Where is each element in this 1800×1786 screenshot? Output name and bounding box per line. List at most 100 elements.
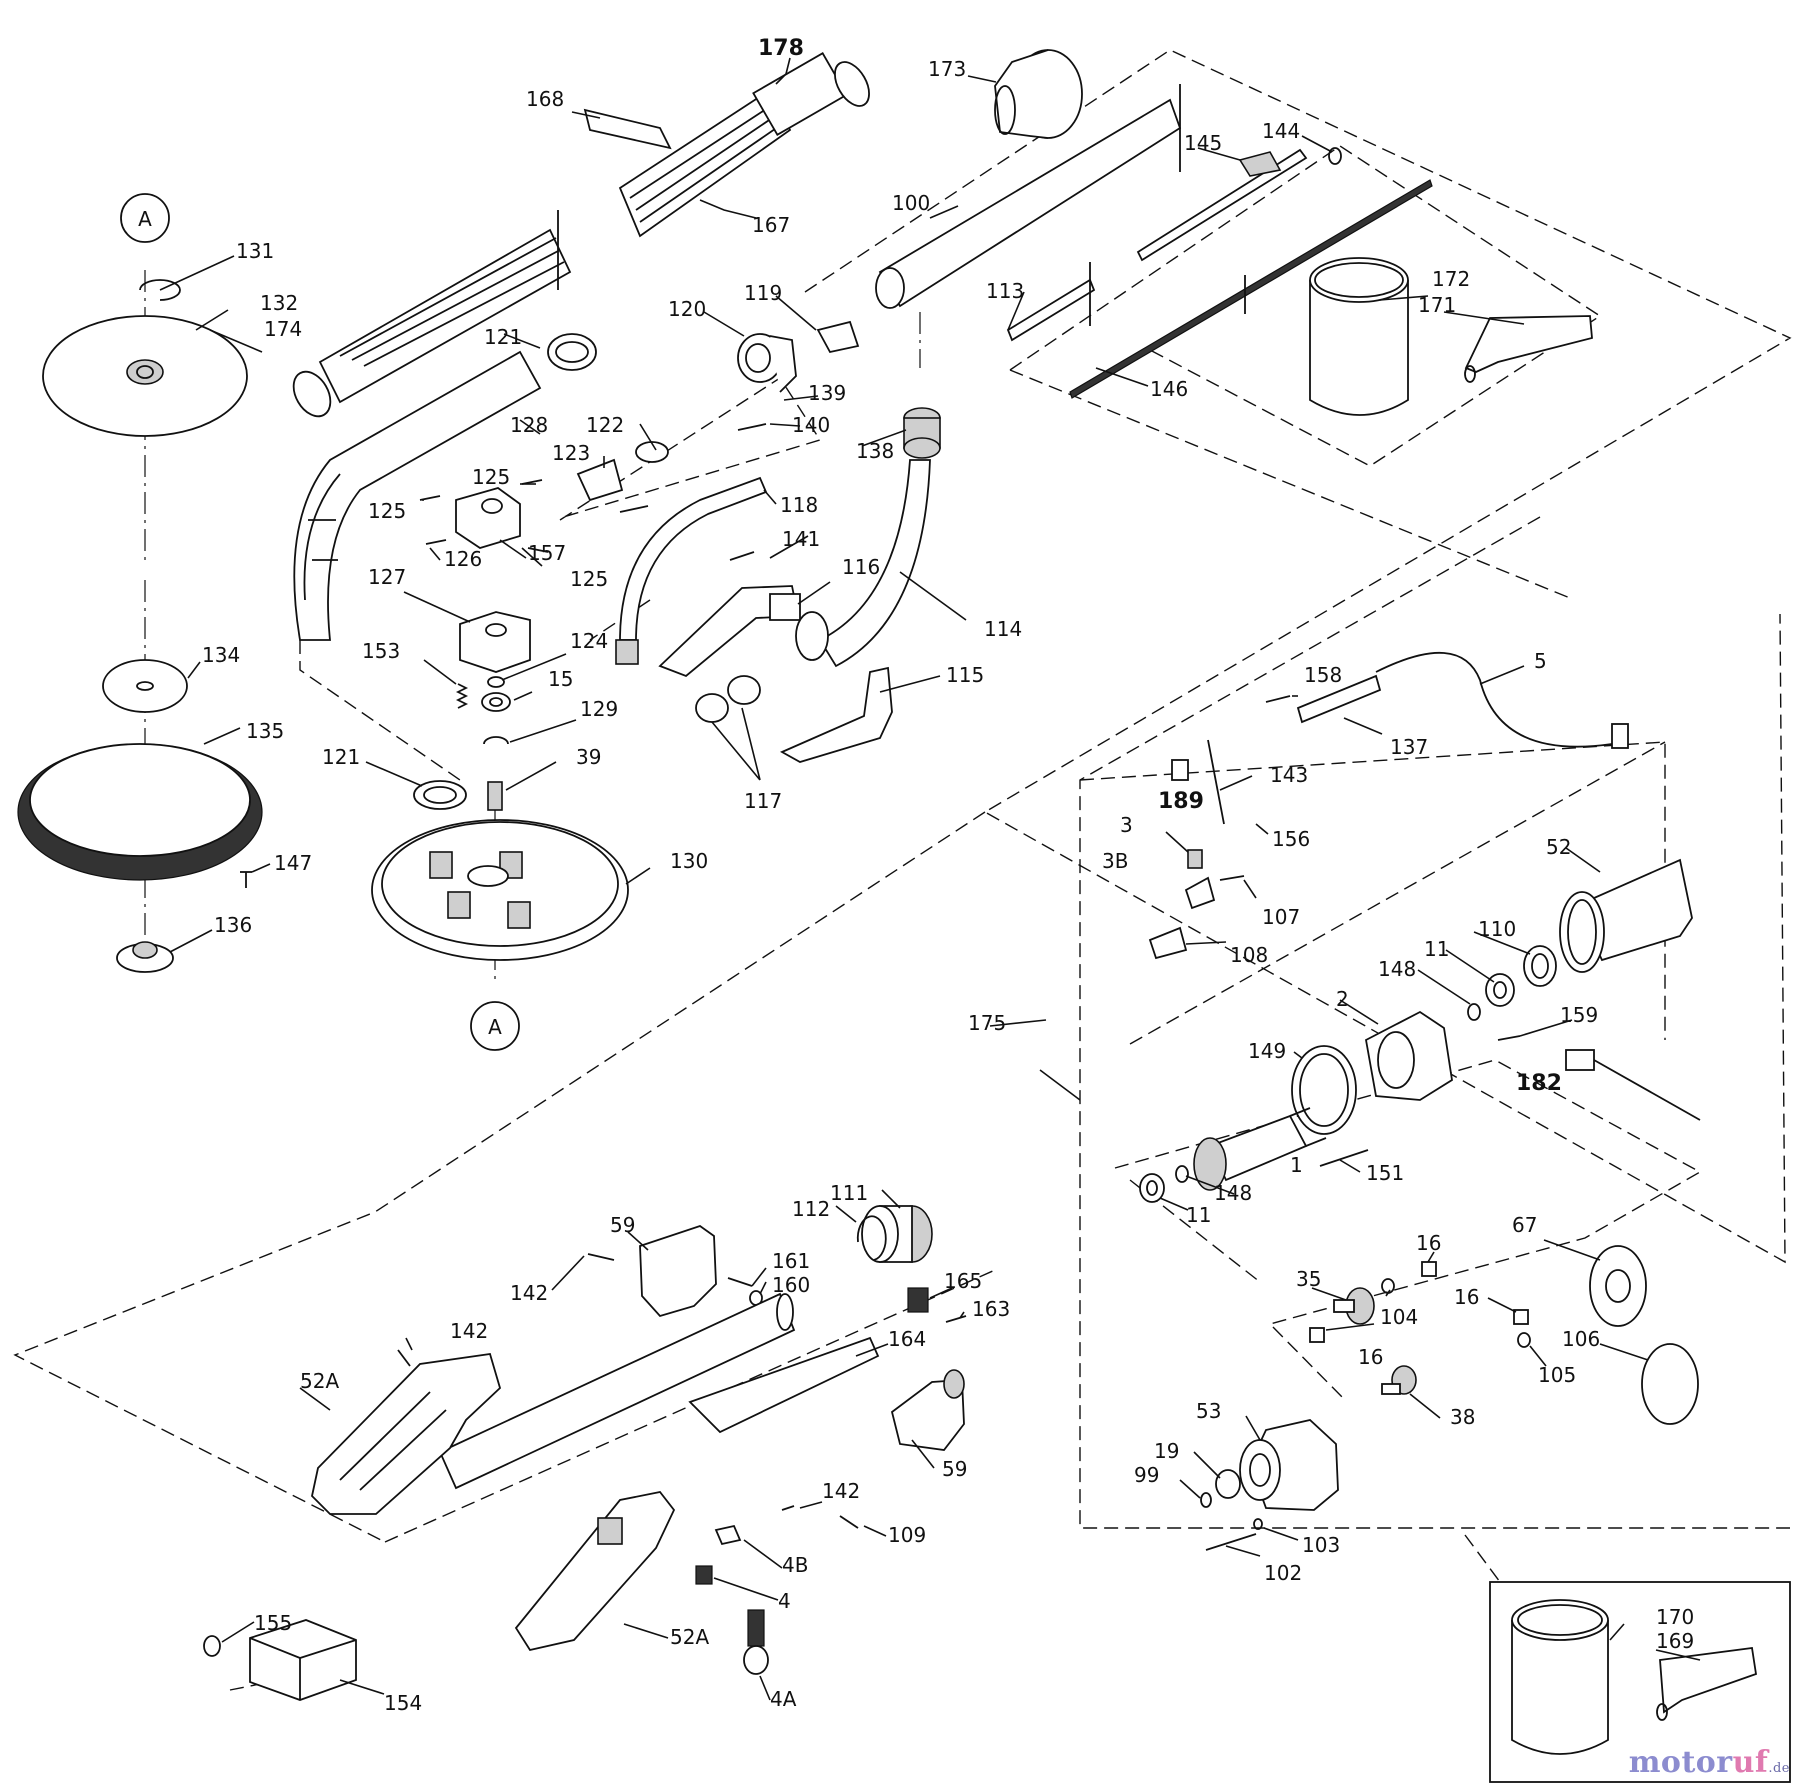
part-107-screw bbox=[1219, 875, 1245, 881]
part-114-tube bbox=[795, 459, 931, 668]
label-149: 149 bbox=[1248, 1039, 1286, 1063]
label-110: 110 bbox=[1478, 917, 1516, 941]
label-38: 38 bbox=[1450, 1405, 1475, 1429]
part-106-gasket bbox=[1641, 1343, 1699, 1425]
label-154: 154 bbox=[384, 1691, 422, 1715]
part-111-collar bbox=[861, 1205, 933, 1263]
label-109: 109 bbox=[888, 1523, 926, 1547]
part-129-clip bbox=[483, 736, 509, 745]
label-122: 122 bbox=[586, 413, 624, 437]
part-109-screw bbox=[839, 1515, 859, 1529]
part-173-cap bbox=[994, 49, 1083, 139]
part-3-switch bbox=[1187, 849, 1203, 869]
part-154-box bbox=[249, 1619, 357, 1701]
label-136: 136 bbox=[214, 913, 252, 937]
part-121-ring-lower bbox=[413, 780, 467, 810]
part-52a-housing-left bbox=[311, 1352, 502, 1515]
label-148-upper: 148 bbox=[1378, 957, 1416, 981]
label-157: 157 bbox=[528, 541, 566, 565]
label-120: 120 bbox=[668, 297, 706, 321]
part-134-pad bbox=[102, 659, 188, 713]
label-59-top: 59 bbox=[610, 1213, 635, 1237]
part-39-nut bbox=[487, 781, 503, 811]
label-107: 107 bbox=[1262, 905, 1300, 929]
label-104: 104 bbox=[1380, 1305, 1418, 1329]
part-2-stator bbox=[1364, 1010, 1453, 1101]
part-115-bracket bbox=[779, 666, 893, 763]
label-121-lower: 121 bbox=[322, 745, 360, 769]
part-151-screw bbox=[1319, 1149, 1369, 1167]
label-4a: 4A bbox=[770, 1687, 797, 1711]
label-137: 137 bbox=[1390, 735, 1428, 759]
part-112-snap-ring bbox=[856, 1215, 887, 1261]
part-127-bracket bbox=[459, 611, 531, 673]
label-114: 114 bbox=[984, 617, 1022, 641]
label-163: 163 bbox=[972, 1297, 1010, 1321]
part-119-clip bbox=[816, 320, 860, 354]
label-39: 39 bbox=[576, 745, 601, 769]
part-121-ring-upper bbox=[547, 333, 597, 371]
label-171: 171 bbox=[1418, 293, 1456, 317]
label-145: 145 bbox=[1184, 131, 1222, 155]
part-167-hose-upper bbox=[618, 51, 870, 238]
label-3b: 3B bbox=[1102, 849, 1128, 873]
label-124: 124 bbox=[570, 629, 608, 653]
part-52a-housing-right bbox=[514, 1491, 676, 1652]
label-121-top: 121 bbox=[484, 325, 522, 349]
label-67: 67 bbox=[1512, 1213, 1537, 1237]
label-159: 159 bbox=[1560, 1003, 1598, 1027]
label-172: 172 bbox=[1432, 267, 1470, 291]
part-149-ring bbox=[1291, 1045, 1357, 1135]
part-169-grease-tube bbox=[1656, 1646, 1758, 1721]
label-15: 15 bbox=[548, 667, 573, 691]
label-99: 99 bbox=[1134, 1463, 1159, 1487]
label-143: 143 bbox=[1270, 763, 1308, 787]
part-148-washer-upper bbox=[1467, 1003, 1481, 1021]
part-128-hose-curved bbox=[293, 350, 542, 641]
label-138: 138 bbox=[856, 439, 894, 463]
label-175: 175 bbox=[968, 1011, 1006, 1035]
label-135: 135 bbox=[246, 719, 284, 743]
label-168: 168 bbox=[526, 87, 564, 111]
label-189: 189 bbox=[1158, 789, 1204, 814]
label-16-top: 16 bbox=[1416, 1231, 1441, 1255]
watermark-logo: motoruf.de bbox=[1629, 1745, 1790, 1780]
part-158-screw bbox=[1265, 695, 1291, 703]
part-157-block bbox=[455, 487, 521, 549]
part-116-handle bbox=[658, 585, 801, 678]
label-53: 53 bbox=[1196, 1399, 1221, 1423]
part-117-rings bbox=[695, 675, 761, 723]
label-106: 106 bbox=[1562, 1327, 1600, 1351]
part-148-washer-lower bbox=[1175, 1165, 1189, 1183]
label-146: 146 bbox=[1150, 377, 1188, 401]
label-142-lower: 142 bbox=[822, 1479, 860, 1503]
label-142-top: 142 bbox=[510, 1281, 548, 1305]
part-146-cable bbox=[1069, 179, 1433, 399]
label-16-right: 16 bbox=[1454, 1285, 1479, 1309]
part-142-screws bbox=[397, 1253, 795, 1511]
reference-circle-a-top: A bbox=[120, 193, 170, 243]
label-123: 123 bbox=[552, 441, 590, 465]
watermark-brand-a: motor bbox=[1628, 1745, 1733, 1780]
part-120-clamp bbox=[737, 333, 797, 393]
label-11-upper: 11 bbox=[1424, 937, 1449, 961]
part-59-cover-upper bbox=[639, 1225, 717, 1318]
part-144-washer bbox=[1328, 147, 1342, 165]
label-112: 112 bbox=[792, 1197, 830, 1221]
part-136-hub bbox=[116, 941, 174, 973]
part-16-spacers bbox=[1309, 1261, 1529, 1343]
label-132: 132 bbox=[260, 291, 298, 315]
label-16-left: 16 bbox=[1358, 1345, 1383, 1369]
label-117: 117 bbox=[744, 789, 782, 813]
part-number-labels: 178 173 168 167 100 145 144 113 172 171 … bbox=[202, 36, 1694, 1715]
label-1: 1 bbox=[1290, 1153, 1303, 1177]
part-67-gear-plate bbox=[1589, 1245, 1647, 1327]
part-147-screw bbox=[240, 871, 252, 888]
label-11-lower: 11 bbox=[1186, 1203, 1211, 1227]
part-161-screw bbox=[727, 1277, 753, 1287]
part-103-washer bbox=[1253, 1518, 1263, 1530]
part-1-armature bbox=[1193, 1107, 1327, 1191]
part-130-head-base bbox=[371, 819, 629, 961]
label-102: 102 bbox=[1264, 1561, 1302, 1585]
